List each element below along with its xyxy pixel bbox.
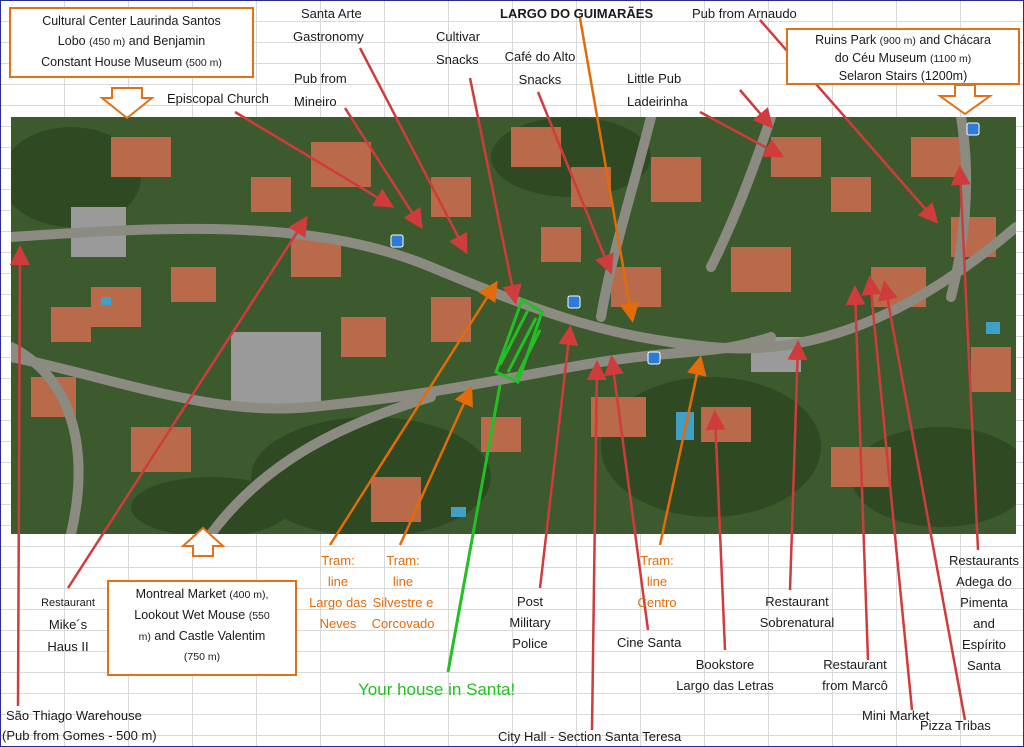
label-episcopal-church: Episcopal Church — [167, 91, 269, 106]
label-line: Espírito — [961, 637, 1007, 652]
label-sao-thiago: São Thiago Warehouse (Pub from Gomes - 5… — [2, 706, 157, 746]
label-line: Largo das — [309, 595, 367, 610]
label-line: Post — [516, 594, 543, 609]
label-line: Military — [509, 615, 551, 630]
label-line: Gastronomy — [293, 29, 364, 44]
label-line: line — [646, 574, 668, 589]
label-line: Pimenta — [960, 595, 1008, 610]
box-line: Lookout Wet Mouse (550 — [134, 608, 270, 622]
label-line: Bookstore — [695, 657, 755, 672]
label-line: line — [392, 574, 414, 589]
label-line: Santa — [967, 658, 1001, 673]
box-line: Ruins Park (900 m) and Chácara — [815, 33, 991, 47]
label-line: Haus II — [47, 639, 89, 654]
label-adega-pimenta: Restaurants Adega do Pimenta and Espírit… — [944, 550, 1024, 676]
label-tram-centro: Tram: line Centro — [627, 550, 687, 613]
label-tram-neves: Tram: line Largo das Neves — [304, 550, 372, 634]
map-title: LARGO DO GUIMARÃES — [500, 6, 654, 21]
label-line: Police — [512, 636, 548, 651]
label-line: Sobrenatural — [759, 615, 835, 630]
label-line: line — [327, 574, 349, 589]
label-line: (Pub from Gomes - 500 m) — [2, 728, 157, 743]
label-mikes-haus: Restaurant Mike´s Haus II — [34, 592, 102, 658]
label-cine-santa: Cine Santa — [617, 635, 682, 650]
box-line: do Céu Museum (1100 m) — [834, 51, 972, 65]
label-line: Pub from — [294, 71, 347, 86]
label-line: Cultivar — [436, 29, 481, 44]
label-line: Largo das Letras — [676, 678, 774, 693]
label-pub-mineiro: Pub from Mineiro — [294, 67, 347, 113]
box-line: Cultural Center Laurinda Santos — [42, 14, 221, 28]
label-restaurant-marco: Restaurant from Marcô — [814, 654, 896, 696]
box-montreal-market: Montreal Market (400 m), Lookout Wet Mou… — [107, 580, 297, 676]
label-military-police: Post Military Police — [498, 591, 562, 654]
box-line: Montreal Market (400 m), — [135, 587, 269, 601]
label-line: Mike´s — [48, 617, 88, 632]
label-line: Tram: — [640, 553, 674, 568]
label-city-hall: City Hall - Section Santa Teresa — [498, 729, 682, 744]
label-line: Restaurant — [765, 594, 829, 609]
label-bookstore: Bookstore Largo das Letras — [664, 654, 786, 696]
label-line: and — [973, 616, 995, 631]
aerial-map-image — [11, 117, 1016, 534]
label-line: Neves — [319, 616, 357, 631]
label-line: Santa Arte — [301, 6, 362, 21]
label-line: Ladeirinha — [627, 94, 688, 109]
label-line: Café do Alto — [504, 49, 576, 64]
label-sobrenatural: Restaurant Sobrenatural — [752, 591, 842, 633]
label-pub-arnaudo: Pub from Arnaudo — [692, 6, 797, 21]
label-line: Tram: — [386, 553, 420, 568]
label-line: Centro — [637, 595, 677, 610]
label-tram-silvestre: Tram: line Silvestre e Corcovado — [365, 550, 441, 634]
label-line: Silvestre e — [372, 595, 434, 610]
label-line: São Thiago Warehouse — [6, 708, 142, 723]
label-line: from Marcô — [822, 678, 888, 693]
box-cultural-center: Cultural Center Laurinda Santos Lobo (45… — [9, 7, 254, 78]
box-line: (750 m) — [183, 651, 221, 663]
label-line: Mineiro — [294, 94, 337, 109]
label-line: Restaurants — [948, 553, 1020, 568]
box-line: m) and Castle Valentim — [138, 629, 266, 643]
label-line: Adega do — [956, 574, 1012, 589]
label-line: Restaurant — [41, 597, 95, 609]
label-line: Little Pub — [627, 71, 682, 86]
label-line: Tram: — [321, 553, 355, 568]
box-ruins-park: Ruins Park (900 m) and Chácara do Céu Mu… — [786, 28, 1020, 85]
label-santa-arte: Santa Arte Gastronomy — [293, 4, 364, 47]
label-line: Restaurant — [823, 657, 887, 672]
label-line: Snacks — [518, 72, 562, 87]
label-mini-market: Mini Market — [862, 708, 930, 723]
label-cafe-alto: Café do Alto Snacks — [497, 45, 583, 91]
label-little-pub: Little Pub Ladeirinha — [627, 67, 688, 113]
label-cultivar-snacks: Cultivar Snacks — [436, 25, 480, 71]
label-your-house: Your house in Santa! — [358, 680, 516, 699]
box-line: Selaron Stairs (1200m) — [838, 69, 968, 83]
label-line: Snacks — [436, 52, 479, 67]
box-line: Lobo (450 m) and Benjamin — [57, 34, 206, 48]
box-line: Constant House Museum (500 m) — [41, 55, 222, 69]
label-pizza-tribas: Pizza Tribas — [920, 718, 991, 733]
label-line: Corcovado — [371, 616, 435, 631]
